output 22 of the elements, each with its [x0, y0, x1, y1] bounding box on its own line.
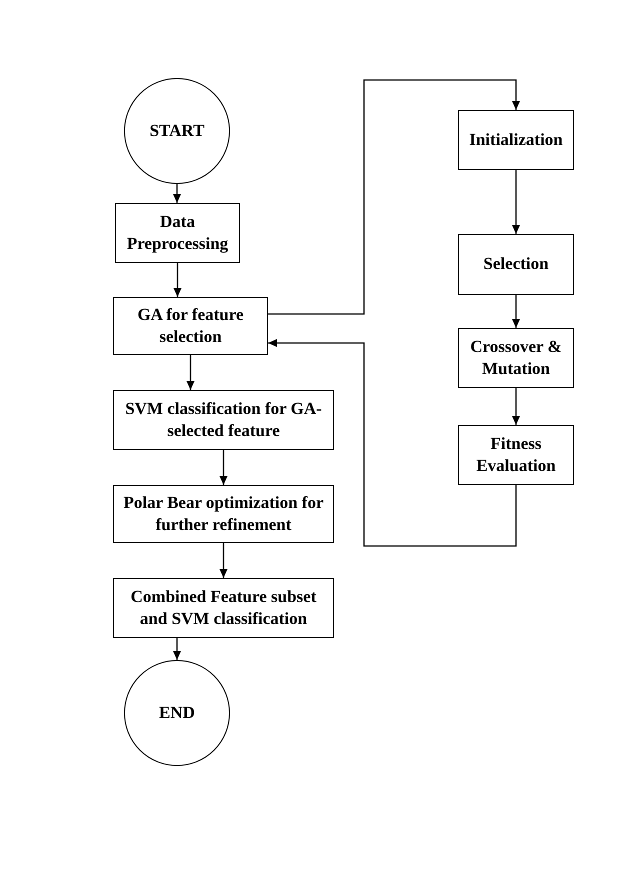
terminal-circle: END — [124, 660, 230, 766]
arrow — [174, 263, 182, 297]
arrow — [512, 388, 520, 425]
process-box: Data Preprocessing — [115, 203, 240, 263]
arrow — [268, 79, 520, 315]
process-box: SVM classification for GA-selected feature — [113, 390, 334, 450]
process-box: Fitness Evaluation — [458, 425, 574, 485]
arrow — [268, 339, 517, 547]
process-box: Polar Bear optimization for further refinement — [113, 485, 334, 543]
arrow — [512, 295, 520, 328]
arrow — [173, 638, 181, 660]
arrow — [186, 355, 194, 390]
process-box: Combined Feature subset and SVM classification — [113, 578, 334, 638]
process-box: Initialization — [458, 110, 574, 170]
process-box: Crossover & Mutation — [458, 328, 574, 388]
arrow — [512, 170, 520, 234]
arrow — [220, 450, 228, 485]
arrow — [220, 543, 228, 578]
terminal-circle: START — [124, 78, 230, 184]
process-box: Selection — [458, 234, 574, 295]
process-box: GA for feature selection — [113, 297, 268, 355]
arrow — [173, 184, 181, 203]
